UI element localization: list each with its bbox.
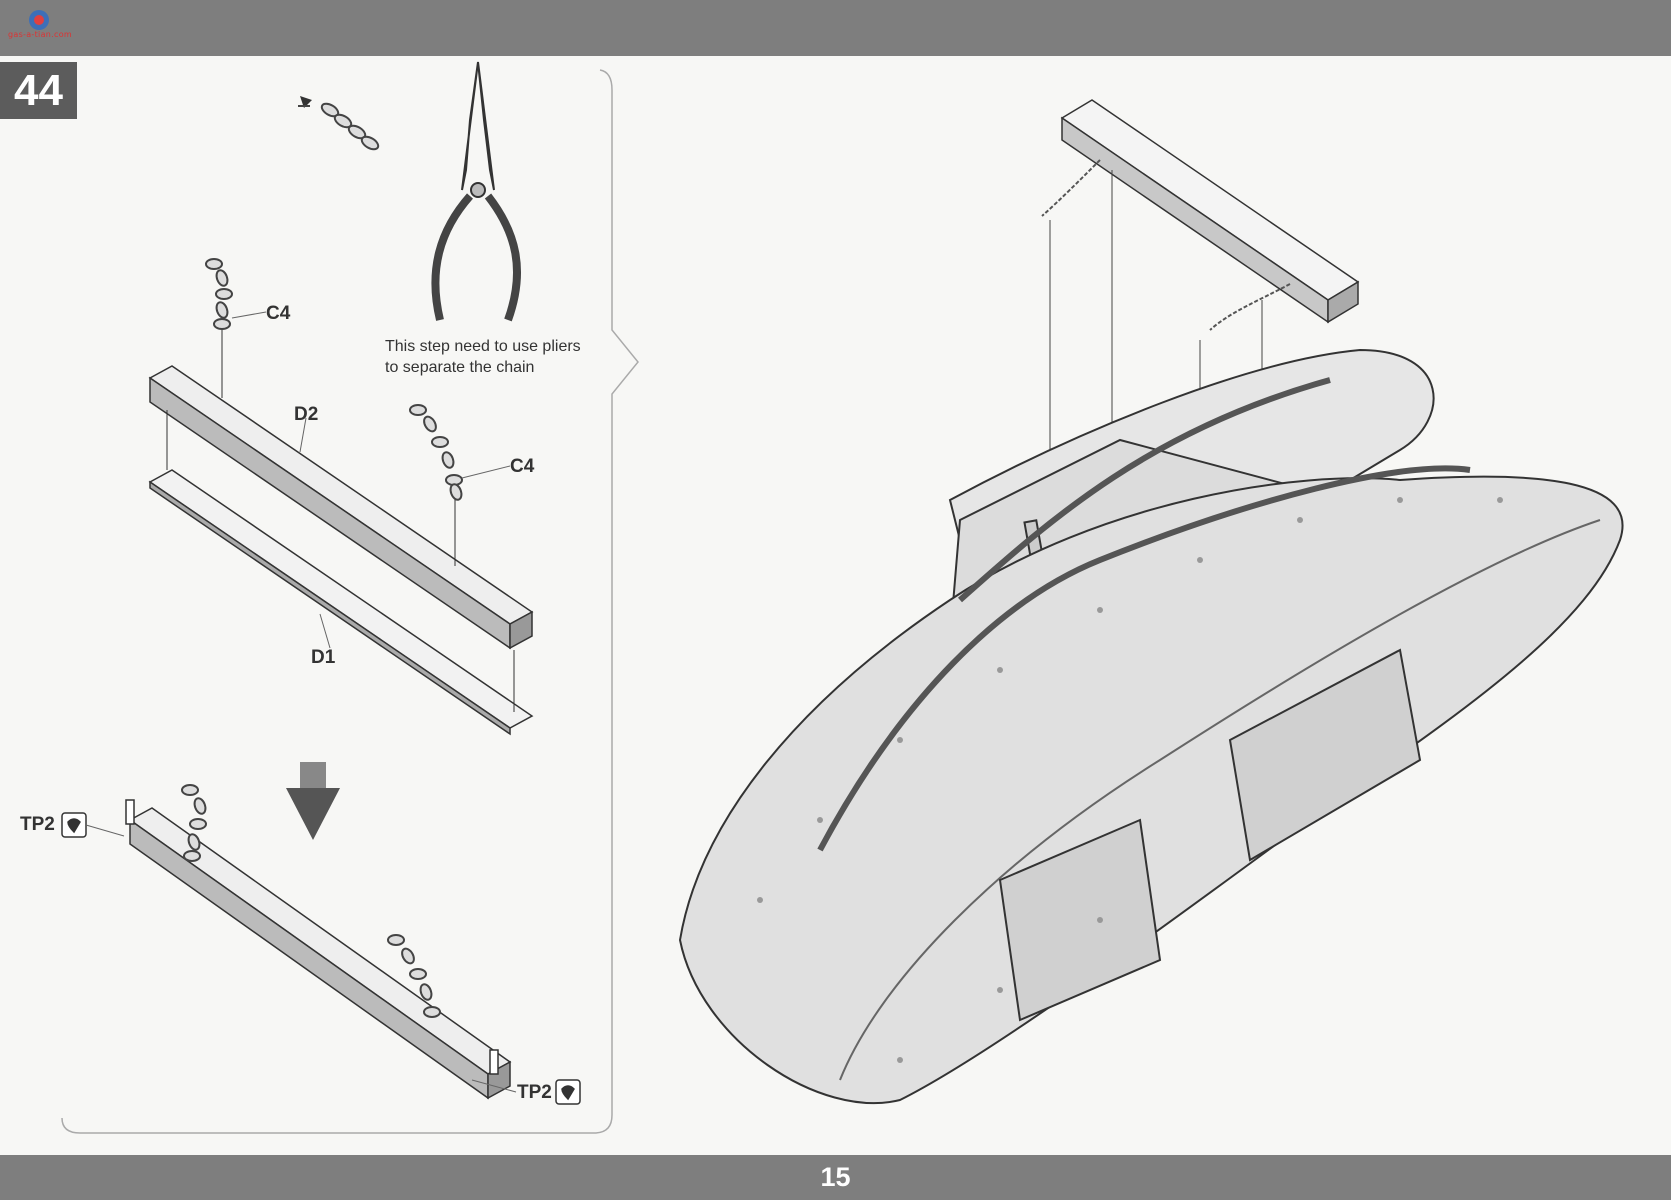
chain-icon: [298, 96, 380, 151]
label-c4-top: C4: [266, 303, 291, 324]
instruction-line-1: This step need to use pliers: [385, 338, 581, 355]
beam-d2: [148, 365, 534, 650]
label-d2: D2: [294, 404, 319, 425]
label-d1: D1: [311, 647, 336, 668]
hoist-chains: [1041, 159, 1291, 331]
tank-sponson: [998, 648, 1422, 1022]
hoist-beam: [1060, 99, 1360, 324]
plate-d1: [148, 469, 534, 736]
page-number: 15: [820, 1162, 851, 1192]
label-c4-right: C4: [510, 456, 535, 477]
assembled-beam: [125, 799, 512, 1100]
glue-symbol-icon: [555, 1079, 581, 1105]
top-bar: [0, 0, 1671, 56]
watermark-logo: [29, 10, 49, 30]
glue-symbol-icon: [61, 812, 87, 838]
down-arrow-icon: [286, 762, 340, 840]
label-tp2-left: TP2: [20, 814, 55, 835]
step-box: [0, 62, 77, 119]
left-panel-border: [61, 69, 639, 1134]
instruction-line-2: to separate the chain: [385, 359, 535, 376]
watermark-url: gas-a-tian.com: [8, 30, 72, 39]
tank-track-near: [678, 475, 1624, 1105]
chain-c4-top: [205, 258, 233, 330]
label-tp2-right: TP2: [517, 1082, 552, 1103]
chain-assembled-left: [181, 784, 207, 862]
bottom-bar: [0, 1155, 1671, 1200]
step-number: 44: [14, 66, 63, 115]
pliers-icon: [431, 61, 522, 322]
track-rivets: [757, 497, 1503, 1063]
guide-lines: [166, 330, 515, 712]
tank-rails: [817, 377, 1471, 852]
instruction-note: This step need to use pliers to separate…: [385, 336, 625, 378]
chain-assembled-right: [387, 934, 441, 1018]
chain-c4-right: [409, 404, 463, 501]
